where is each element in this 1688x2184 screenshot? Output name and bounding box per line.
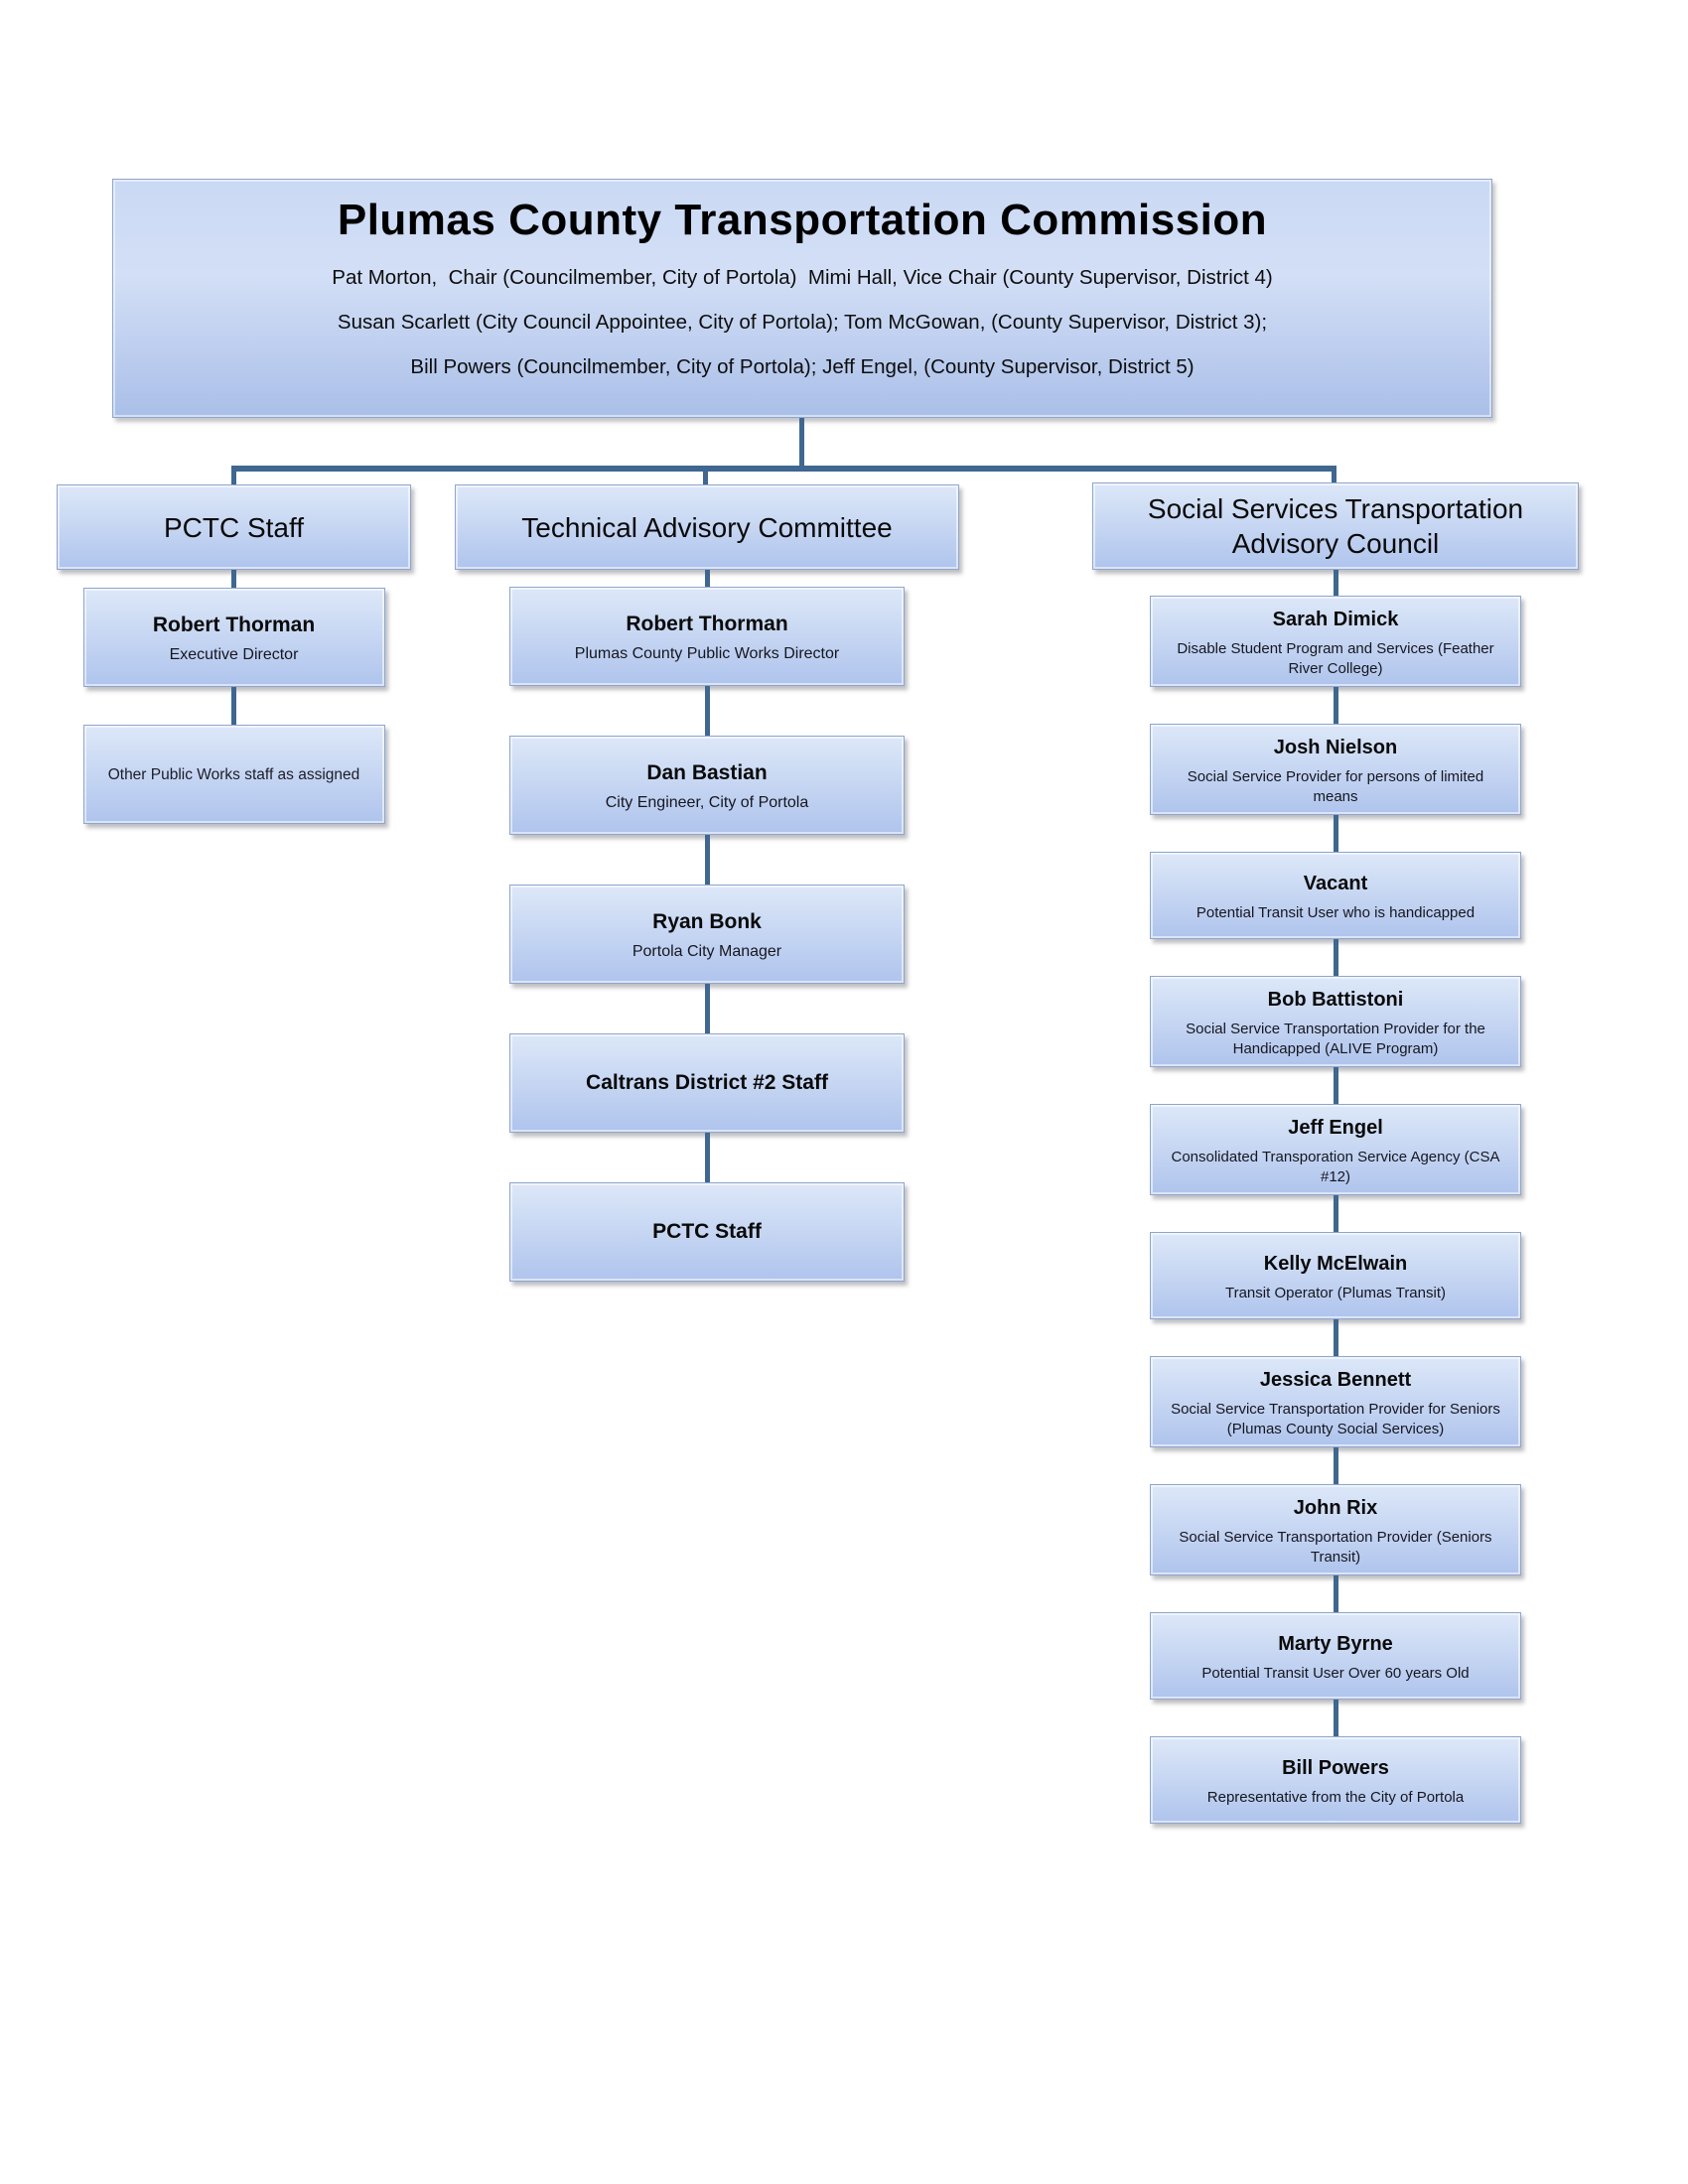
connector-vertical xyxy=(1333,939,1338,976)
member-name: Marty Byrne xyxy=(1278,1632,1393,1655)
member-role: Social Service Transportation Provider f… xyxy=(1171,1401,1500,1437)
connector-vertical xyxy=(1333,1195,1338,1232)
commission-member-line: Pat Morton, Chair (Councilmember, City o… xyxy=(332,266,1273,289)
connector-drop xyxy=(231,466,236,488)
commission-member-line: Bill Powers (Councilmember, City of Port… xyxy=(410,355,1195,378)
member-name: Bob Battistoni xyxy=(1267,989,1404,1011)
member-role: City Engineer, City of Portola xyxy=(605,793,809,811)
member-role: Portola City Manager xyxy=(632,942,782,960)
column-social-services-transportation-advisory-council: Social Services Transportation Advisory … xyxy=(1092,482,1579,1824)
connector-vertical xyxy=(1333,570,1338,596)
connector-vertical xyxy=(231,687,236,725)
column-title-box: PCTC Staff xyxy=(57,484,411,570)
org-box: PCTC Staff xyxy=(509,1182,905,1282)
member-name: Josh Nielson xyxy=(1273,737,1398,758)
connector-vertical xyxy=(704,1133,710,1182)
member-name: Bill Powers xyxy=(1282,1756,1389,1779)
connector-vertical xyxy=(1333,687,1338,724)
connector-vertical xyxy=(231,570,236,588)
connector-vertical xyxy=(1333,1319,1338,1356)
commission-member-line: Susan Scarlett (City Council Appointee, … xyxy=(337,311,1268,334)
member-name: Caltrans District #2 Staff xyxy=(586,1071,828,1095)
connector-drop xyxy=(1332,466,1336,486)
member-role: Social Service Transportation Provider (… xyxy=(1179,1529,1492,1566)
member-role: Executive Director xyxy=(169,645,299,663)
column-title-box: Technical Advisory Committee xyxy=(455,484,959,570)
member-name: Sarah Dimick xyxy=(1272,609,1399,630)
member-role: Plumas County Public Works Director xyxy=(574,644,840,662)
org-box: Other Public Works staff as assigned xyxy=(82,725,385,824)
member-name: Jessica Bennett xyxy=(1259,1369,1412,1391)
member-name: Ryan Bonk xyxy=(652,909,762,933)
member-name: Dan Bastian xyxy=(646,760,768,784)
connector-drop xyxy=(703,466,708,488)
member-role: Social Service Provider for persons of l… xyxy=(1187,768,1484,805)
connector-vertical xyxy=(1333,1067,1338,1104)
member-name: Vacant xyxy=(1303,872,1368,894)
column-title-box: Social Services Transportation Advisory … xyxy=(1092,482,1579,570)
member-role: Representative from the City of Portola xyxy=(1206,1788,1465,1806)
connector-vertical xyxy=(704,984,710,1033)
member-name: Robert Thorman xyxy=(626,612,788,635)
member-name: PCTC Staff xyxy=(652,1220,762,1244)
column-title: Social Services Transportation Advisory … xyxy=(1147,493,1524,559)
member-name: Jeff Engel xyxy=(1288,1117,1383,1139)
member-role: Transit Operator (Plumas Transit) xyxy=(1224,1284,1446,1301)
connector-vertical xyxy=(1333,1700,1338,1736)
member-role: Other Public Works staff as assigned xyxy=(107,766,360,784)
member-role: Consolidated Transporation Service Agenc… xyxy=(1171,1149,1500,1185)
connector-trunk xyxy=(799,418,804,469)
member-name: Robert Thorman xyxy=(152,613,316,636)
connector-vertical xyxy=(1333,815,1338,852)
org-box: Caltrans District #2 Staff xyxy=(509,1033,905,1133)
connector-vertical xyxy=(1333,1447,1338,1484)
commission-title: Plumas County Transportation Commission xyxy=(337,196,1268,244)
member-role: Potential Transit User Over 60 years Old xyxy=(1201,1664,1470,1682)
connector-horizontal xyxy=(231,466,1336,472)
member-role: Potential Transit User who is handicappe… xyxy=(1196,903,1476,921)
member-role: Disable Student Program and Services (Fe… xyxy=(1177,640,1494,677)
connector-vertical xyxy=(704,570,710,587)
member-name: John Rix xyxy=(1293,1497,1378,1519)
member-name: Kelly McElwain xyxy=(1263,1252,1408,1275)
connector-vertical xyxy=(704,686,710,736)
commission-header-box: Plumas County Transportation Commission … xyxy=(112,179,1492,418)
member-role: Social Service Transportation Provider f… xyxy=(1186,1021,1485,1057)
connector-vertical xyxy=(1333,1575,1338,1612)
connector-vertical xyxy=(704,835,710,885)
column-title: Technical Advisory Committee xyxy=(521,511,893,543)
column-title: PCTC Staff xyxy=(163,511,305,543)
